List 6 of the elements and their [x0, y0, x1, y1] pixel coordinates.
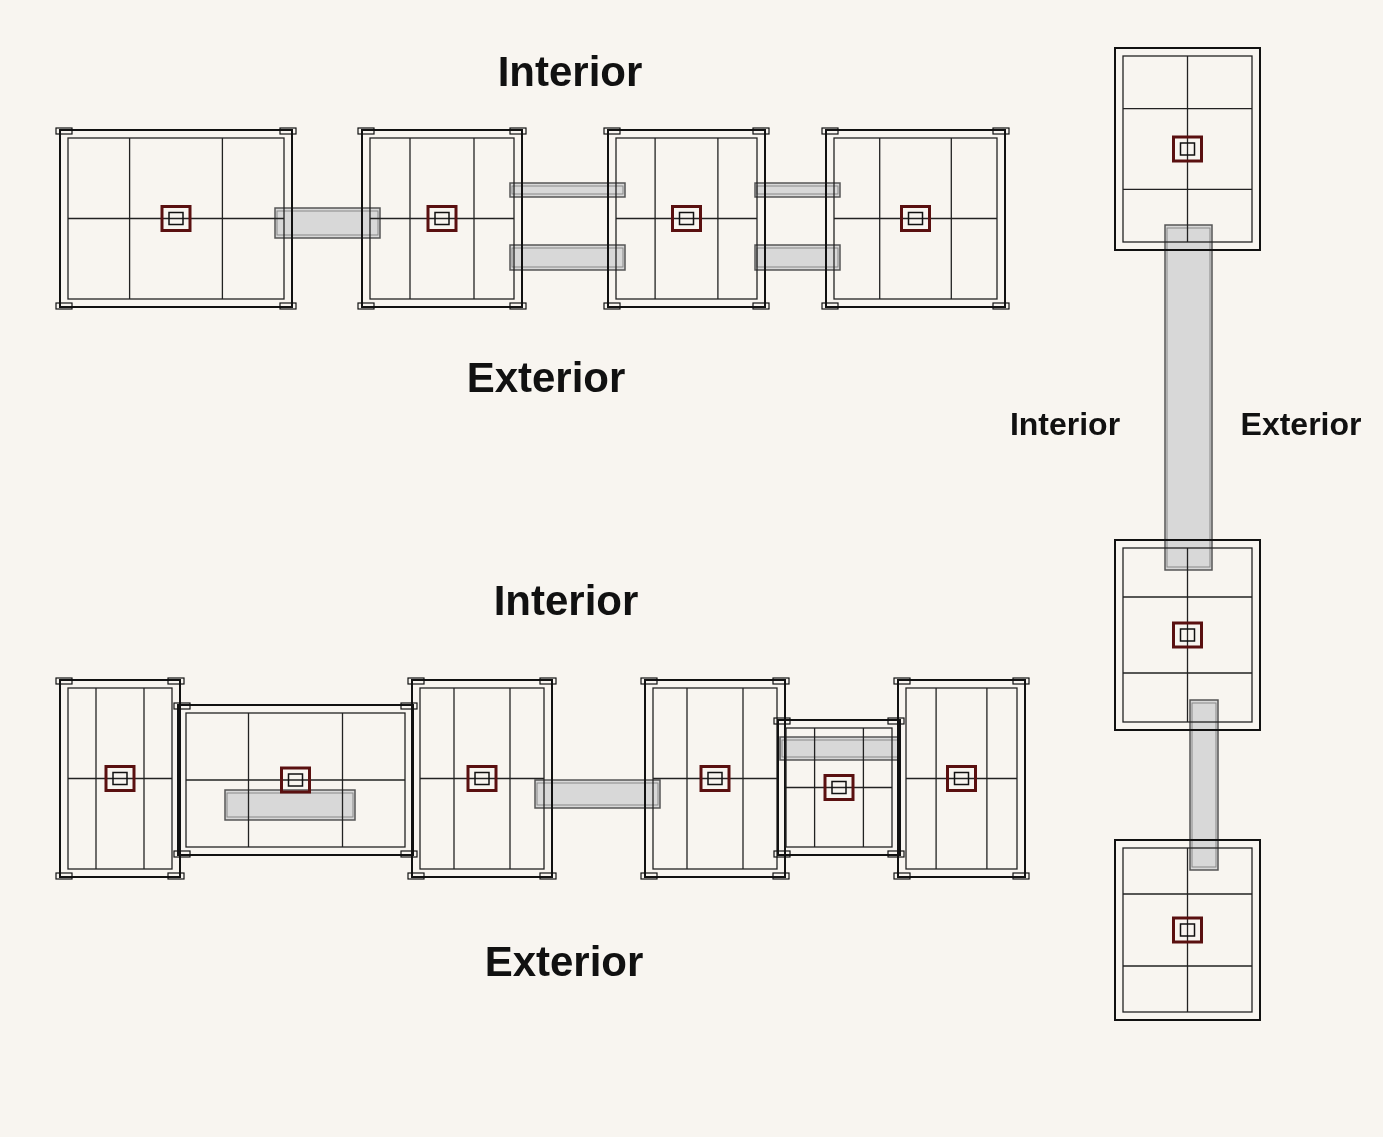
side-label: Interior [1009, 406, 1121, 442]
side-label: Exterior [466, 354, 626, 401]
side-label: Exterior [484, 938, 644, 985]
side-label: Interior [497, 48, 643, 95]
side-label: Exterior [1240, 406, 1362, 442]
side-label: Interior [493, 577, 639, 624]
